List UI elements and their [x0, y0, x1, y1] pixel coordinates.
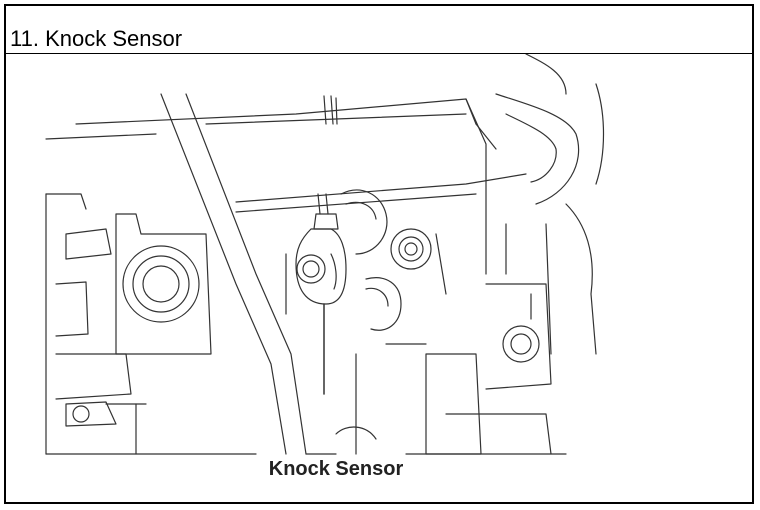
document-frame: 11. Knock Sensor [4, 4, 754, 504]
engine-illustration: Knock Sensor [6, 54, 752, 502]
top-wires [323, 95, 338, 125]
diagonal-pipe [160, 93, 307, 455]
lower-right-section [305, 343, 567, 455]
left-lower-section [45, 353, 257, 455]
center-bosses [340, 189, 447, 331]
section-header: 11. Knock Sensor [6, 6, 752, 54]
knock-sensor-callout-label: Knock Sensor [268, 458, 404, 480]
left-mounting-boss [55, 213, 212, 355]
upper-engine-block-lines [45, 98, 527, 455]
knock-sensor-body [285, 228, 347, 315]
section-title: 11. Knock Sensor [10, 26, 183, 51]
right-mounting-boss [485, 223, 552, 390]
engine-line-drawing [45, 54, 605, 455]
sensor-wire [313, 193, 339, 230]
upper-right-bosses [495, 54, 605, 355]
